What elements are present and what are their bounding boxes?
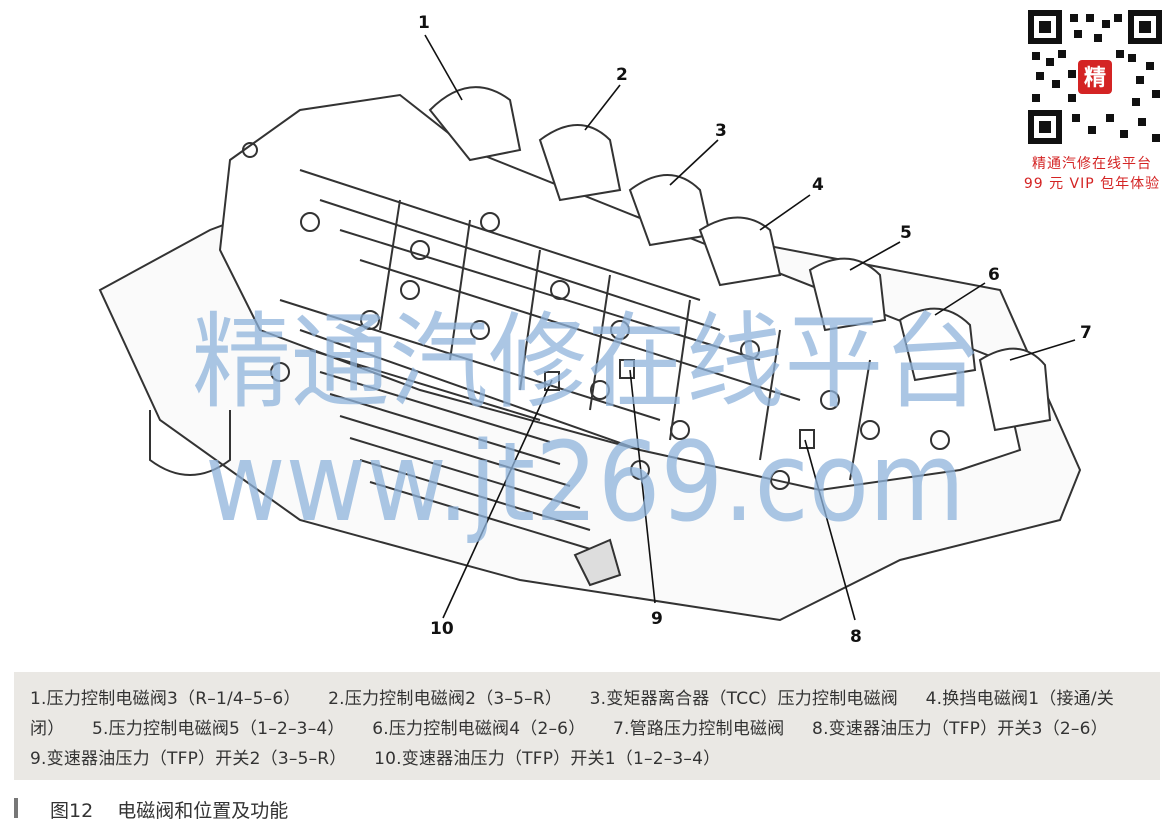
watermark-url: www.jt269.com [205, 418, 965, 546]
leader-line [804, 439, 856, 621]
promo-line-2: 99 元 VIP 包年体验 [1023, 176, 1161, 192]
qr-center-badge [1078, 60, 1112, 94]
caption-marker [14, 798, 18, 818]
legend-item-7: 7.管路压力控制电磁阀 [613, 719, 785, 739]
watermark-cn: 精通汽修在线平台 [192, 301, 982, 423]
valve-body-diagram: 1 2 3 4 5 6 7 8 9 10 精通汽修在线平台 www.jt269.… [98, 13, 1092, 647]
qr-code-image: 精 [1028, 10, 1162, 144]
figure-title: 电磁阀和位置及功能 [117, 800, 289, 822]
callout-4: 4 [812, 175, 824, 195]
callout-6: 6 [988, 265, 1000, 285]
callout-5: 5 [900, 223, 912, 243]
leader-line [849, 241, 901, 271]
legend-item-2: 2.压力控制电磁阀2（3–5–R） [328, 689, 563, 709]
legend-item-4: 4.换挡电磁阀1（接通/关闭） [30, 689, 1114, 739]
legend-box: 1.压力控制电磁阀3（R–1/4–5–6） 2.压力控制电磁阀2（3–5–R） … [14, 672, 1160, 780]
valve-body-drawing [98, 86, 1082, 622]
leader-line [934, 282, 986, 316]
legend-item-1: 1.压力控制电磁阀3（R–1/4–5–6） [30, 689, 301, 709]
qr-center-char: 精 [1084, 65, 1106, 91]
leader-line [584, 84, 621, 131]
callout-3: 3 [715, 121, 727, 141]
callout-2: 2 [616, 65, 628, 85]
callout-9: 9 [651, 609, 663, 629]
figure-number: 图12 [50, 800, 94, 822]
callout-7: 7 [1080, 323, 1092, 343]
leader-line [442, 379, 553, 619]
legend-item-9: 9.变速器油压力（TFP）开关2（3–5–R） [30, 749, 347, 769]
legend-item-5: 5.压力控制电磁阀5（1–2–3–4） [92, 719, 345, 739]
leader-line [629, 369, 656, 604]
legend-item-8: 8.变速器油压力（TFP）开关3（2–6） [812, 719, 1108, 739]
promo-line-1: 精通汽修在线平台 [1032, 156, 1152, 172]
callout-1: 1 [418, 13, 430, 33]
legend-item-3: 3.变矩器离合器（TCC）压力控制电磁阀 [589, 689, 899, 709]
callout-8: 8 [850, 627, 862, 647]
legend-item-6: 6.压力控制电磁阀4（2–6） [372, 719, 586, 739]
legend-item-10: 10.变速器油压力（TFP）开关1（1–2–3–4） [374, 749, 721, 769]
leader-line [759, 194, 811, 231]
callout-10: 10 [430, 619, 454, 639]
qr-modules [1032, 14, 1160, 142]
figure-caption: 图12 电磁阀和位置及功能 [50, 796, 288, 823]
qr-finder-patterns [1028, 10, 1162, 144]
callout-leaders [424, 34, 1076, 621]
promo-text: 精通汽修在线平台 99 元 VIP 包年体验 [1012, 154, 1172, 194]
leader-line [424, 34, 463, 101]
leader-line [669, 139, 719, 186]
leader-line [1009, 339, 1076, 361]
